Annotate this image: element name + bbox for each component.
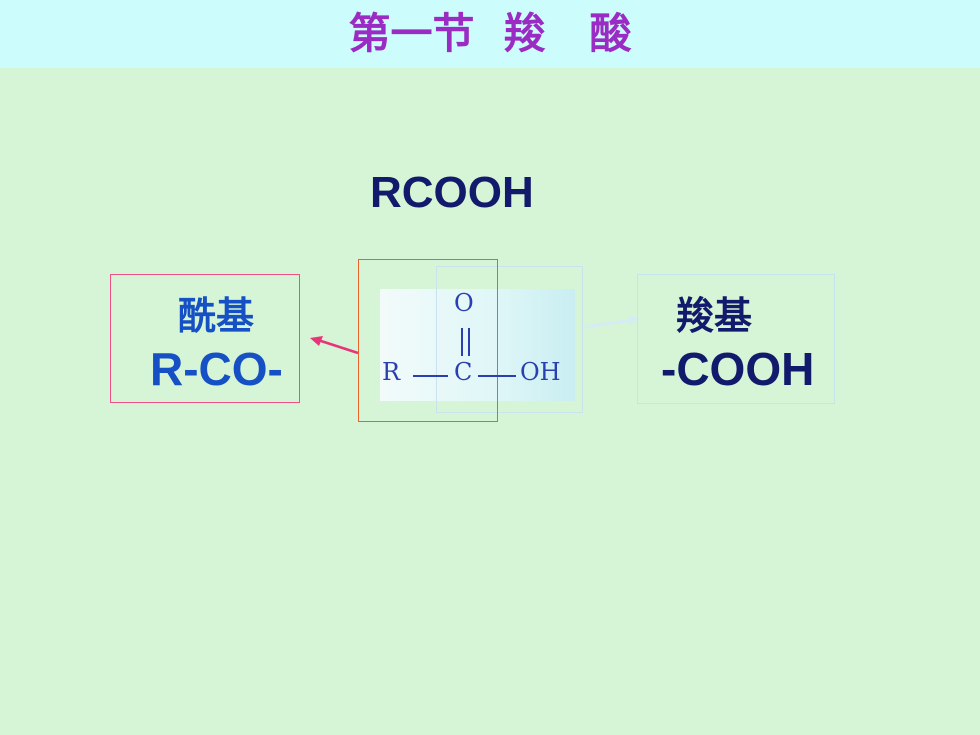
structure-oxygen: O <box>454 289 474 317</box>
structure-carbon: C <box>454 358 473 386</box>
acyl-highlight-box <box>358 259 498 422</box>
structure-r: R <box>382 358 401 386</box>
title-bar <box>0 0 980 68</box>
structural-formula-image <box>380 289 575 401</box>
structure-hydroxyl: OH <box>520 358 561 386</box>
acyl-group-box <box>110 274 300 403</box>
arrow-to-acyl-line <box>317 338 359 355</box>
arrow-to-acyl-head <box>310 336 323 346</box>
carboxyl-group-box <box>637 274 835 404</box>
general-formula: RCOOH <box>370 168 534 217</box>
carboxyl-group-name: 羧基 <box>676 294 753 338</box>
arrow-to-carboxyl-head <box>629 315 640 325</box>
carboxyl-highlight-box <box>436 266 583 413</box>
acyl-group-name: 酰基 <box>178 294 255 338</box>
slide-title: 第一节 羧 酸 <box>348 9 632 58</box>
carboxyl-group-formula: -COOH <box>661 343 815 395</box>
acyl-group-formula: R-CO- <box>150 343 283 395</box>
arrow-to-carboxyl-line <box>584 318 633 329</box>
